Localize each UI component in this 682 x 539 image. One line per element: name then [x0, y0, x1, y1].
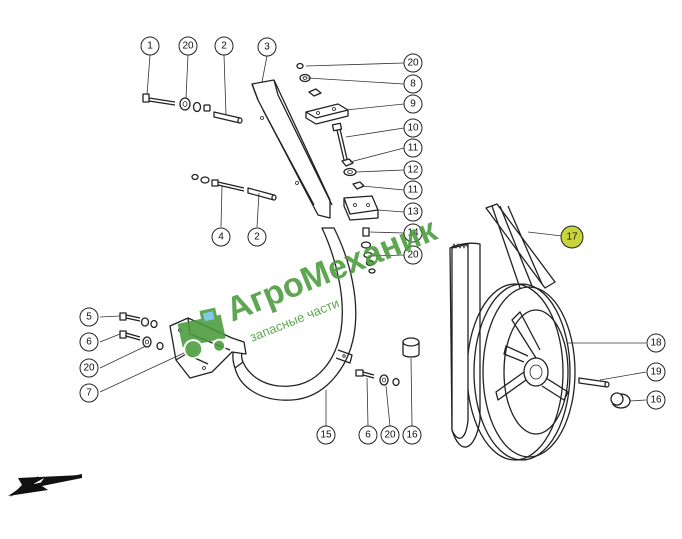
- svg-text:4: 4: [218, 232, 224, 243]
- callout-6: 6: [79, 332, 99, 352]
- pin-part-2-top: [213, 111, 243, 124]
- svg-text:20: 20: [182, 41, 194, 52]
- svg-text:11: 11: [408, 143, 419, 154]
- nut-washer-stack: [341, 158, 365, 190]
- svg-text:18: 18: [650, 338, 662, 349]
- pin-part-19: [578, 377, 610, 388]
- svg-text:11: 11: [408, 185, 419, 196]
- svg-text:15: 15: [320, 430, 332, 441]
- direction-arrow-icon: [8, 474, 82, 497]
- bush-part-16-middle: [402, 337, 420, 358]
- callout-4: 4: [211, 227, 231, 247]
- callout-20: 20: [403, 245, 423, 265]
- callout-16: 16: [646, 390, 666, 410]
- callout-6: 6: [358, 425, 378, 445]
- bracket-part-3: [251, 79, 333, 219]
- svg-text:8: 8: [410, 79, 416, 90]
- callout-7: 7: [79, 383, 99, 403]
- svg-text:5: 5: [86, 312, 92, 323]
- svg-text:17: 17: [566, 232, 578, 243]
- svg-text:20: 20: [83, 363, 95, 374]
- svg-text:6: 6: [86, 337, 92, 348]
- pin-part-2-lower: [247, 187, 277, 201]
- bolt-part-6-lower: [355, 369, 400, 387]
- cap-part-16-right: [610, 392, 631, 409]
- bolt-part-5: [119, 312, 158, 329]
- callout-20: 20: [403, 53, 423, 73]
- bolt-part-6-left: [119, 330, 164, 351]
- svg-text:3: 3: [264, 42, 270, 53]
- callout-12: 12: [403, 160, 423, 180]
- guard-strap-part-15: [232, 227, 357, 401]
- washer-group-top: [179, 97, 211, 113]
- callout-20: 20: [380, 425, 400, 445]
- callout-2: 2: [214, 36, 234, 56]
- svg-text:1: 1: [147, 41, 153, 52]
- bolt-part-1: [142, 93, 176, 106]
- callout-11: 11: [403, 180, 423, 200]
- callout-2: 2: [247, 227, 267, 247]
- tractor-logo-icon: [177, 307, 227, 360]
- svg-text:2: 2: [254, 232, 260, 243]
- callout-8: 8: [403, 74, 423, 94]
- svg-text:12: 12: [407, 165, 419, 176]
- svg-text:16: 16: [650, 395, 662, 406]
- callout-14: 14: [403, 223, 423, 243]
- callout-20: 20: [79, 358, 99, 378]
- callout-13: 13: [403, 202, 423, 222]
- svg-text:2: 2: [221, 41, 227, 52]
- callout-18: 18: [646, 333, 666, 353]
- callout-20: 20: [178, 36, 198, 56]
- callout-10: 10: [403, 118, 423, 138]
- callout-16: 16: [402, 425, 422, 445]
- svg-text:9: 9: [410, 99, 416, 110]
- pulley-part-18: [466, 283, 576, 461]
- svg-text:16: 16: [406, 430, 418, 441]
- callout-1: 1: [140, 36, 160, 56]
- svg-text:20: 20: [407, 58, 419, 69]
- svg-text:10: 10: [407, 123, 419, 134]
- svg-text:19: 19: [650, 367, 662, 378]
- bolt-part-4: [191, 173, 245, 192]
- leader-lines: [99, 54, 647, 427]
- callout-9: 9: [403, 94, 423, 114]
- callout-15: 15: [316, 425, 336, 445]
- callout-5: 5: [79, 307, 99, 327]
- bracket-part-13: [343, 195, 379, 221]
- svg-text:20: 20: [407, 250, 419, 261]
- svg-text:14: 14: [407, 228, 419, 239]
- callout-3: 3: [257, 37, 277, 57]
- hardware-stack-top-right: [296, 62, 322, 97]
- bolt-part-10: [331, 122, 348, 161]
- callout-11: 11: [403, 138, 423, 158]
- callout-19: 19: [646, 362, 666, 382]
- svg-text:6: 6: [365, 430, 371, 441]
- svg-text:20: 20: [384, 430, 396, 441]
- svg-text:13: 13: [407, 207, 419, 218]
- v-belt-part-17: [449, 203, 556, 448]
- plate-part-9: [305, 103, 349, 125]
- svg-text:7: 7: [86, 388, 92, 399]
- hardware-stack-14-20: [360, 227, 376, 274]
- callout-17-highlighted: 17: [560, 225, 584, 249]
